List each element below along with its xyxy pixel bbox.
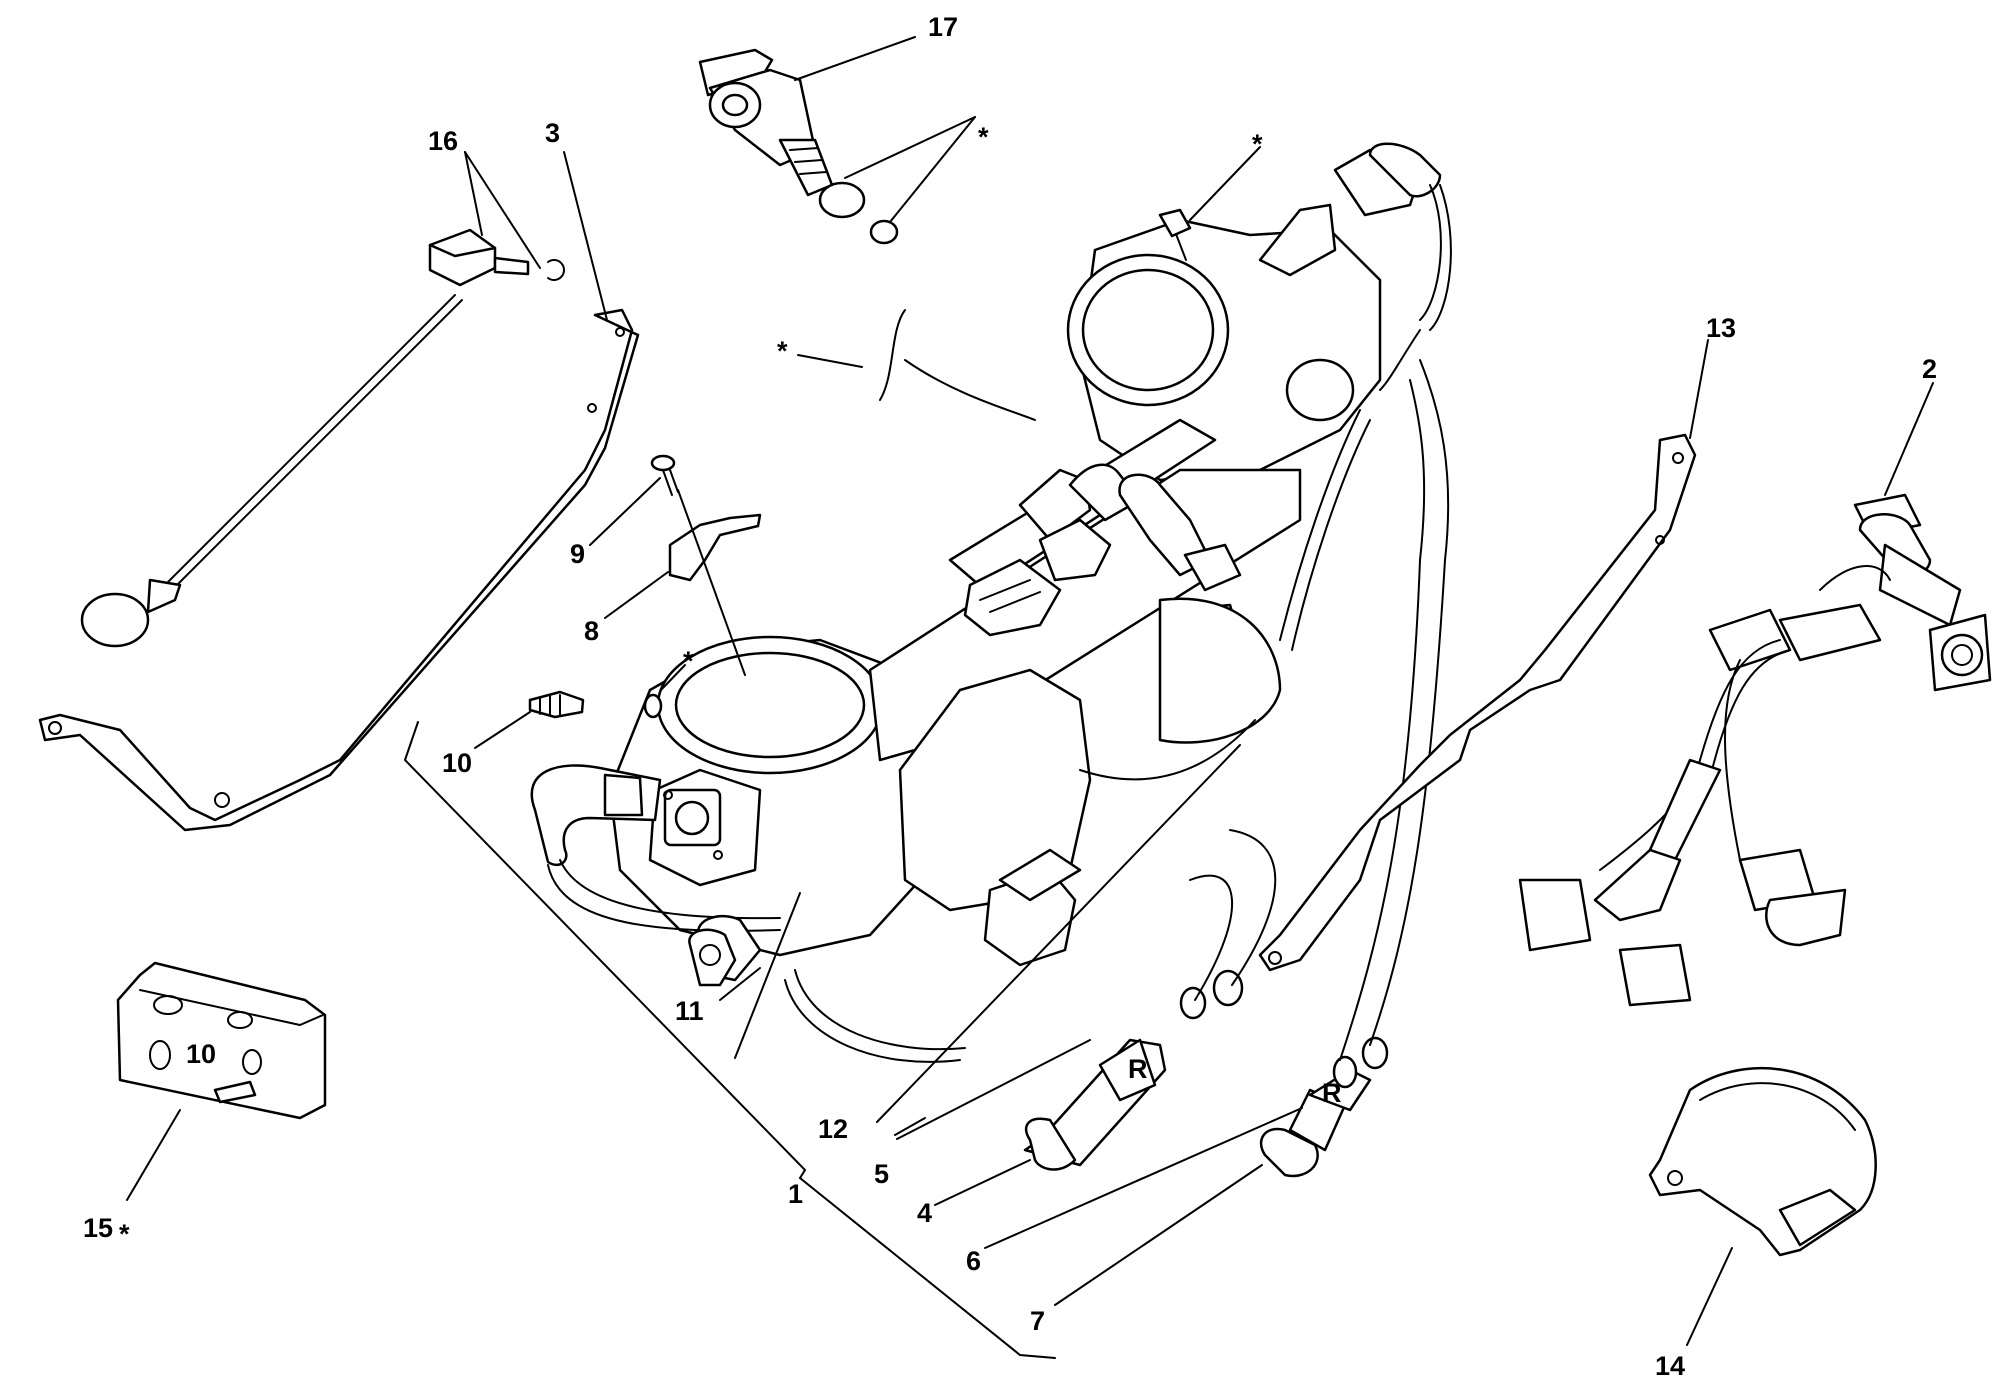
callout-4: 4 [917, 1198, 932, 1228]
callout-6: 6 [966, 1246, 981, 1276]
callout-5: 5 [874, 1159, 889, 1189]
rear-support-bracket [1258, 433, 1697, 972]
callout-1: 1 [788, 1179, 803, 1209]
callout-star: * [119, 1219, 130, 1249]
callout-2: 2 [1922, 354, 1937, 384]
throttle-body-assembly [530, 142, 1452, 1063]
idle-screw [528, 690, 663, 719]
callout-9: 9 [570, 539, 585, 569]
throttle-support-bracket [38, 308, 640, 832]
leader-lines [126, 36, 1934, 1346]
callout-7: 7 [1030, 1306, 1045, 1336]
service-kit: 10 [116, 961, 327, 1120]
screw-and-clip [650, 454, 762, 676]
linkage-rod-assembly [80, 228, 565, 648]
kit-mark: 10 [186, 1039, 216, 1069]
hose-band-mark: R [1128, 1054, 1148, 1084]
callout-star: * [978, 122, 989, 152]
callout-15: 15 [83, 1213, 113, 1243]
callout-8: 8 [584, 616, 599, 646]
sensor-wiring-harness [1518, 493, 1992, 1007]
callout-labels: 17 * 16 3 * * 9 8 * 10 11 12 5 1 4 6 7 1… [83, 12, 1937, 1381]
callout-10: 10 [442, 748, 472, 778]
callout-star: * [777, 336, 788, 366]
callout-16: 16 [428, 126, 458, 156]
intake-hose-set-front: R [1023, 829, 1277, 1171]
fuel-injector [698, 48, 899, 245]
throttle-stop-screw [1158, 208, 1192, 261]
callout-12: 12 [818, 1114, 848, 1144]
intake-hose-set-rear: R [1259, 359, 1450, 1178]
air-bleed-valve [688, 928, 737, 987]
callout-11: 11 [675, 996, 704, 1026]
callout-star: * [1252, 129, 1263, 159]
callout-star: * [683, 646, 694, 676]
callout-3: 3 [545, 118, 560, 148]
assembly-bracket-line [403, 721, 1056, 1359]
sensor-cover [1648, 1066, 1877, 1257]
callout-14: 14 [1655, 1351, 1685, 1381]
callout-17: 17 [928, 12, 958, 42]
callout-13: 13 [1706, 313, 1736, 343]
hose-band-mark: R [1322, 1078, 1342, 1108]
